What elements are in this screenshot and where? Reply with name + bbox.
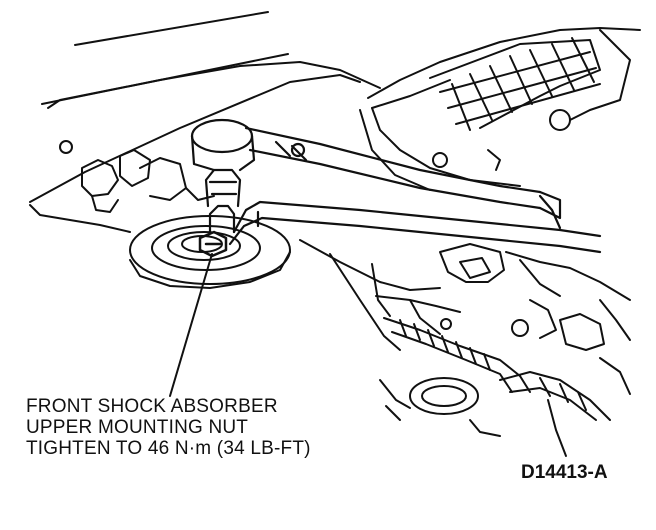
cowl-grille (359, 27, 641, 191)
callout-line-1: FRONT SHOCK ABSORBER (26, 396, 278, 417)
torque-wrench (190, 118, 562, 234)
engine-components-right (299, 239, 631, 351)
figure-id-label: D14413-A (521, 462, 608, 483)
strut-tower (129, 215, 291, 289)
hoses-lower (371, 263, 631, 457)
callout-line-2: UPPER MOUNTING NUT (26, 417, 249, 438)
callout-label: FRONT SHOCK ABSORBER UPPER MOUNTING NUT … (26, 396, 311, 459)
callout-line-3: TIGHTEN TO 46 N·m (34 LB-FT) (26, 438, 311, 459)
fender-outline (29, 11, 381, 233)
engine-components-left (81, 149, 501, 213)
extension-bar (228, 194, 602, 254)
mounting-nut (198, 230, 228, 258)
callout-leader-line (169, 253, 213, 397)
